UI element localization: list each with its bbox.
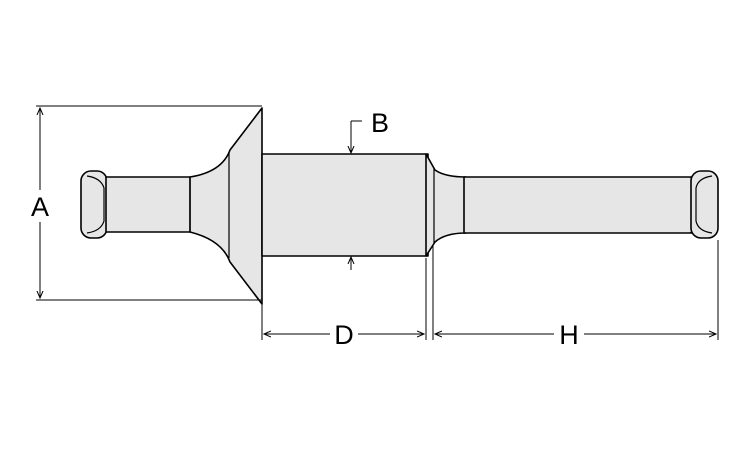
dimension-a: A [28, 105, 262, 301]
right-tip-inner-line [695, 175, 713, 234]
main-body [261, 153, 429, 257]
dim-h-label-bg [554, 318, 584, 350]
dim-h-label: H [559, 320, 579, 350]
part-outline [80, 107, 719, 305]
left-tip-cap [80, 170, 108, 239]
dimension-d: D [261, 258, 427, 350]
long-shaft [463, 176, 697, 234]
dim-d-label-bg [330, 318, 358, 350]
right-tip-cap [690, 170, 719, 239]
taper-shoulder [425, 153, 467, 257]
dim-a-label: A [31, 192, 49, 222]
dimension-h: H [432, 240, 719, 350]
dimension-b: B [351, 108, 389, 270]
left-neck [105, 176, 193, 233]
dim-d-label: D [334, 320, 354, 350]
left-tip-inner-line [86, 175, 105, 234]
dim-b-label: B [371, 108, 389, 138]
dim-a-label-bg [28, 190, 54, 222]
flared-head [189, 107, 263, 305]
